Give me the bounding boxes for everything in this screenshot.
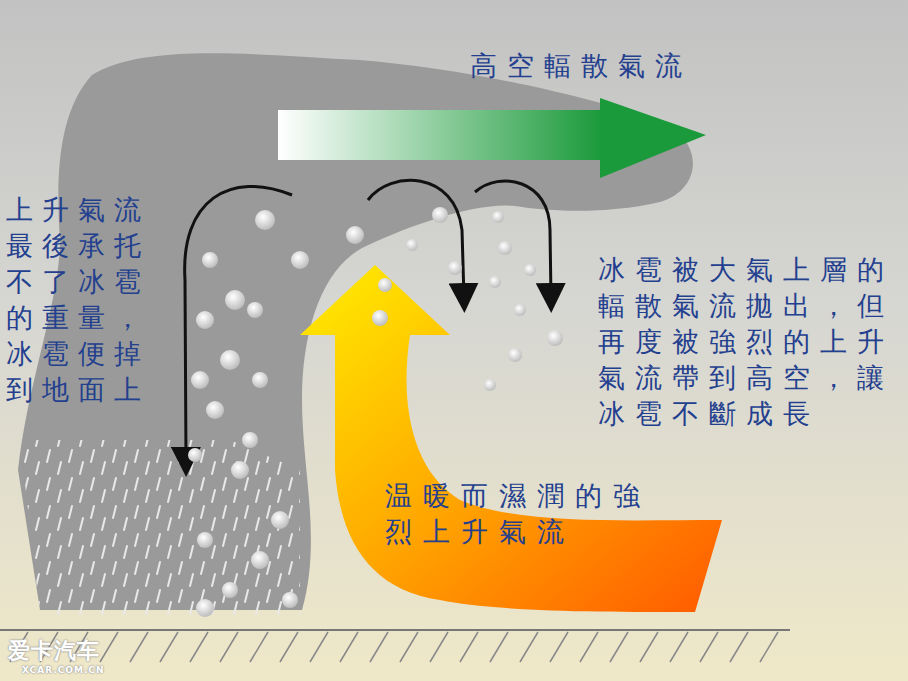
upper-divergence-label: 高空輻散氣流	[470, 48, 692, 84]
hatch-stroke	[580, 632, 598, 662]
hailstone	[225, 290, 245, 310]
hailstone	[448, 261, 462, 275]
hailstone	[252, 372, 268, 388]
hatch-stroke	[250, 632, 268, 662]
hatch-stroke	[430, 632, 448, 662]
hailstone	[282, 592, 298, 608]
hailstones	[188, 207, 563, 617]
hailstone	[406, 239, 418, 251]
watermark: XCAR.COM.CN	[22, 665, 104, 677]
hailstone	[489, 276, 501, 288]
hailstone	[247, 302, 263, 318]
rain-streaks	[20, 440, 300, 615]
hail-paths	[185, 180, 551, 462]
falling-hail-note: 上升氣流最後承托不了冰雹的重量，冰雹便掉到地面上	[6, 192, 160, 407]
hatch-stroke	[310, 632, 328, 662]
hatch-stroke	[670, 632, 688, 662]
divergence-arrow-head	[600, 98, 706, 178]
hatch-stroke	[460, 632, 478, 662]
hatch-stroke	[610, 632, 628, 662]
hailstone	[196, 311, 214, 329]
hatch-stroke	[730, 632, 748, 662]
hailstone	[202, 252, 218, 268]
ground-hatch	[10, 632, 778, 662]
hailstone	[498, 241, 512, 255]
hail-growth-note: 冰雹被大氣上層的輻散氣流拋出，但再度被強烈的上升氣流帶到高空，讓冰雹不斷成長	[598, 252, 900, 432]
hailstone	[378, 278, 392, 292]
hailstone	[514, 304, 526, 316]
hatch-stroke	[130, 632, 148, 662]
hailstone	[372, 310, 388, 326]
hailstone	[231, 461, 249, 479]
hailstone	[197, 532, 213, 548]
hailstone	[222, 582, 238, 598]
hailstone	[251, 551, 269, 569]
hailstone	[547, 330, 563, 346]
hailstone	[220, 350, 240, 370]
hatch-stroke	[550, 632, 568, 662]
hailstone	[346, 226, 364, 244]
hailstone	[206, 401, 224, 419]
watermark: 爱卡汽车	[8, 636, 100, 665]
hatch-stroke	[490, 632, 508, 662]
hailstone	[291, 251, 309, 269]
hatch-stroke	[100, 632, 118, 662]
hailstone	[242, 432, 258, 448]
hatch-stroke	[400, 632, 418, 662]
hatch-stroke	[700, 632, 718, 662]
ground-line	[0, 629, 790, 631]
hatch-stroke	[220, 632, 238, 662]
hailstone	[484, 379, 496, 391]
hailstone	[524, 264, 536, 276]
hailstone	[191, 371, 209, 389]
divergence-arrow-body	[278, 110, 603, 160]
hailstone	[196, 599, 214, 617]
hatch-stroke	[520, 632, 538, 662]
hatch-stroke	[340, 632, 358, 662]
hailstone	[492, 211, 504, 223]
hatch-stroke	[280, 632, 298, 662]
hailstone	[271, 511, 289, 529]
hailstone	[255, 210, 275, 230]
hailstone	[432, 207, 448, 223]
hatch-stroke	[640, 632, 658, 662]
hatch-stroke	[760, 632, 778, 662]
hailstone	[188, 448, 202, 462]
hatch-stroke	[190, 632, 208, 662]
hatch-stroke	[160, 632, 178, 662]
hatch-stroke	[370, 632, 388, 662]
hailstone	[508, 348, 522, 362]
updraft-label: 温暖而濕潤的強烈上升氣流	[385, 478, 661, 550]
